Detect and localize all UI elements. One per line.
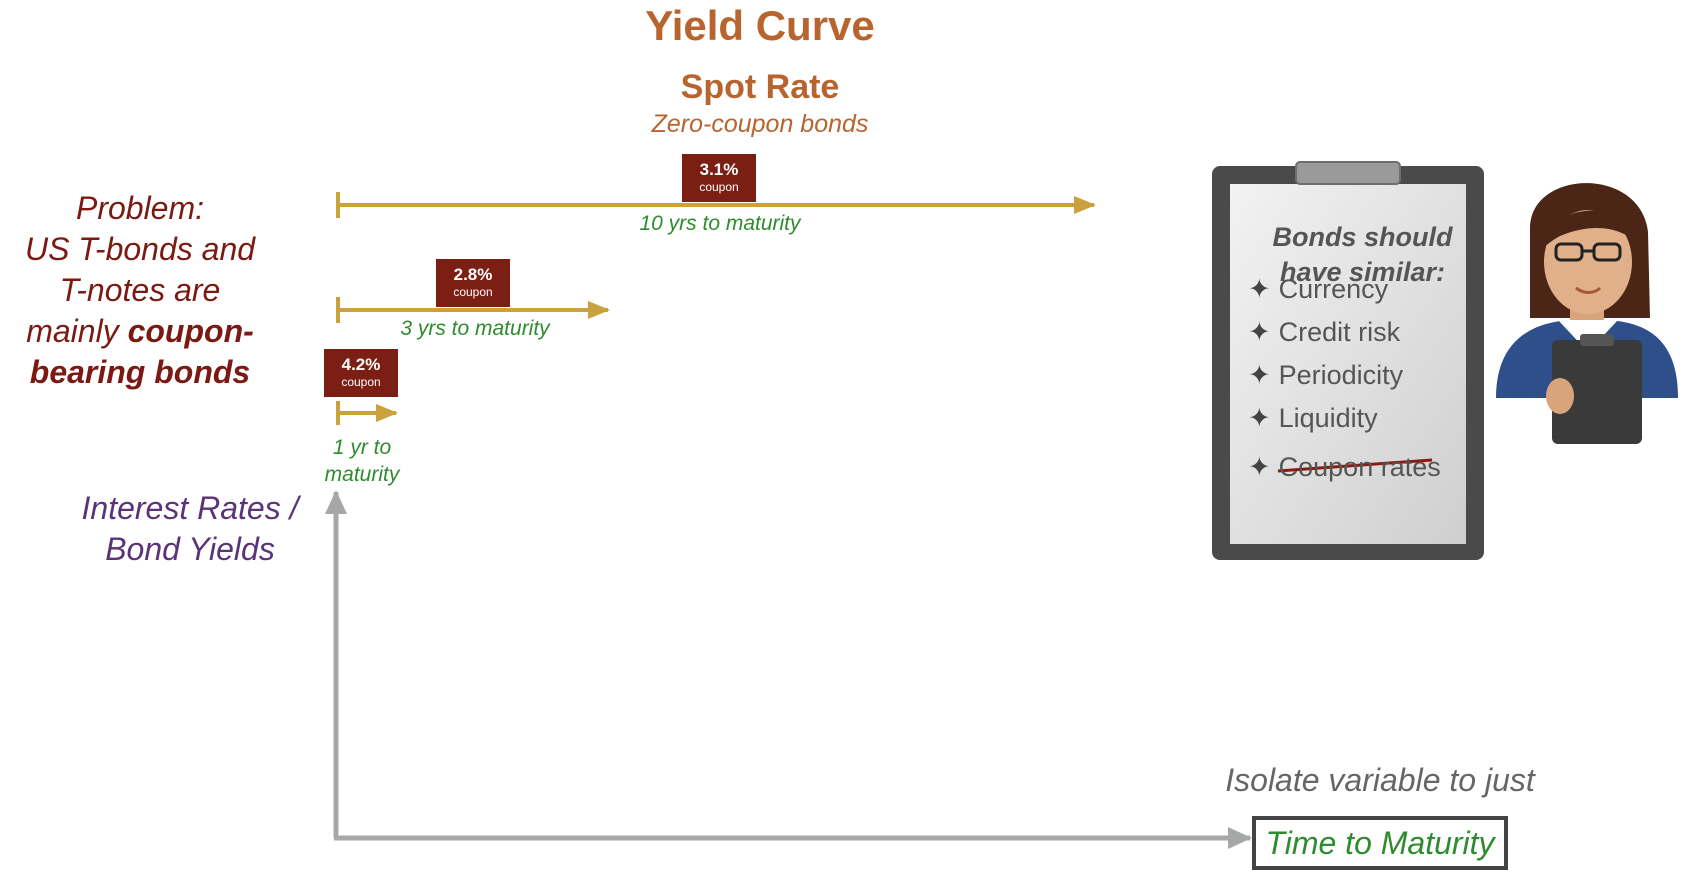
bullet-star-icon: ✦ — [1248, 403, 1271, 433]
problem-statement: Problem: US T-bonds and T-notes are main… — [0, 188, 280, 393]
y-axis-label: Interest Rates / Bond Yields — [60, 488, 320, 570]
coupon-label-3yr: coupon — [453, 285, 493, 299]
person-with-clipboard-icon — [1496, 183, 1678, 444]
coupon-badge-10yr: 3.1% coupon — [682, 154, 756, 202]
x-axis-label: Time to Maturity — [1265, 824, 1495, 861]
problem-line-4: mainly coupon- — [0, 311, 280, 352]
isolate-variable-note: Isolate variable to just — [1225, 762, 1535, 798]
clipboard-icon — [1212, 161, 1484, 560]
clipboard-heading-line2: have similar: — [1279, 257, 1446, 287]
coupon-badge-3yr: 2.8% coupon — [436, 259, 510, 307]
clipboard-item-periodicity: ✦Periodicity — [1248, 360, 1403, 391]
spot-rate-heading: Spot Rate — [680, 68, 840, 106]
bullet-star-icon: ✦ — [1248, 452, 1271, 482]
problem-line-1: Problem: — [75, 190, 205, 226]
clipboard-item-currency: ✦Currency — [1248, 274, 1388, 305]
coupon-label-10yr: coupon — [699, 180, 739, 194]
maturity-arrow-10yr — [336, 192, 1096, 218]
bullet-star-icon: ✦ — [1248, 317, 1271, 347]
problem-line-4-bold: coupon- — [127, 313, 254, 349]
coupon-rate-3yr: 2.8% — [453, 265, 493, 284]
maturity-label-3yr: 3 yrs to maturity — [400, 317, 550, 340]
clipboard-item-credit-risk: ✦Credit risk — [1248, 317, 1400, 348]
clipboard-item-coupon-rates: ✦Coupon rates — [1248, 452, 1441, 483]
problem-line-3: T-notes are — [59, 272, 221, 308]
maturity-label-1yr-line2: maturity — [324, 463, 400, 486]
maturity-label-1yr: 1 yr to maturity — [302, 434, 422, 488]
zero-coupon-note: Zero-coupon bonds — [651, 110, 869, 138]
problem-line-5: bearing bonds — [0, 352, 280, 393]
clipboard-item-label-crossed: Coupon rates — [1278, 452, 1441, 482]
clipboard-item-label: Periodicity — [1278, 360, 1404, 390]
clipboard-item-liquidity: ✦Liquidity — [1248, 403, 1378, 434]
coupon-rate-10yr: 3.1% — [699, 160, 739, 179]
maturity-arrow-3yr — [336, 297, 610, 323]
y-axis-label-line1: Interest Rates / — [81, 490, 299, 526]
maturity-arrow-1yr — [336, 401, 398, 425]
clipboard-heading-line1: Bonds should — [1272, 222, 1453, 252]
maturity-label-10yr: 10 yrs to maturity — [639, 212, 801, 235]
y-axis-label-line2: Bond Yields — [105, 531, 275, 567]
problem-line-4-plain: mainly — [26, 313, 128, 349]
clipboard-item-label: Currency — [1278, 274, 1389, 304]
problem-line-5-bold: bearing bonds — [29, 354, 251, 390]
page-title: Yield Curve — [645, 2, 875, 49]
problem-line-2: US T-bonds and — [24, 231, 256, 267]
coupon-label-1yr: coupon — [341, 375, 381, 389]
clipboard-item-label: Liquidity — [1278, 403, 1378, 433]
clipboard-item-label: Credit risk — [1278, 317, 1401, 347]
clipboard-heading: Bonds should have similar: — [1245, 220, 1480, 290]
bullet-star-icon: ✦ — [1248, 360, 1271, 390]
x-axis-label-box: Time to Maturity — [1252, 816, 1508, 870]
bullet-star-icon: ✦ — [1248, 274, 1271, 304]
coupon-badge-1yr: 4.2% coupon — [324, 349, 398, 397]
coupon-rate-1yr: 4.2% — [341, 355, 381, 374]
maturity-label-1yr-line1: 1 yr to — [332, 436, 392, 459]
